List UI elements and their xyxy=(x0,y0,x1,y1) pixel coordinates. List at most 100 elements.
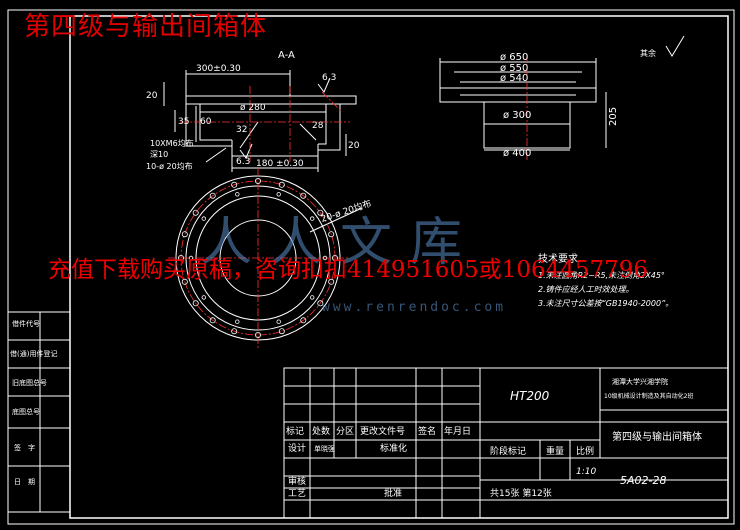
header-5: 年月日 xyxy=(444,425,471,437)
left-strip-label-5: 日 期 xyxy=(14,478,35,486)
left-strip-labels: 借件代号 借(通)用件登记 旧底图总号 底图总号 签 字 日 期 xyxy=(10,319,57,486)
approve-label: 批准 xyxy=(384,487,402,499)
bolt-hole xyxy=(310,295,315,300)
dim-20-left: 20 xyxy=(146,91,158,101)
part-name: 第四级与输出间箱体 xyxy=(612,430,702,443)
designer-name: 单晓强 xyxy=(314,444,335,453)
bolt-hole xyxy=(235,192,240,197)
bolt-hole xyxy=(254,177,261,184)
ad-banner: 充值下载购买原稿，咨询扣扣414951605或1064457796 xyxy=(48,257,649,283)
tech-req-item-2: 3.未注尺寸公差按“GB1940-2000”。 xyxy=(538,299,673,308)
top-view-centerlines xyxy=(168,168,348,348)
inner-bolt-holes xyxy=(188,192,328,324)
standard-label: 标准化 xyxy=(380,442,407,454)
bolt-hole xyxy=(231,328,238,335)
bolt-hole xyxy=(310,216,315,221)
dim-20-right: 20 xyxy=(348,141,360,151)
class-name: 10级机械设计制造及其自动化2班 xyxy=(604,392,693,400)
left-strip-label-0: 借件代号 xyxy=(12,319,40,328)
page-title: 第四级与输出间箱体 xyxy=(24,12,268,42)
dim-300-side: ø 300 xyxy=(503,110,531,121)
bolt-hole xyxy=(300,317,307,324)
section-label: A-A xyxy=(278,50,295,61)
header-4: 签名 xyxy=(418,425,436,437)
header-3: 更改文件号 xyxy=(360,425,405,437)
bolt-hole xyxy=(201,295,206,300)
bolt-hole xyxy=(317,300,324,307)
dim-32: 32 xyxy=(236,125,247,135)
bolt-hole xyxy=(328,231,335,238)
bolt-hole xyxy=(276,192,281,197)
left-strip-label-2: 旧底图总号 xyxy=(12,378,47,387)
dim-60: 60 xyxy=(200,117,212,127)
watermark-url: www.renrendoc.com xyxy=(322,300,507,315)
dim-205: 205 xyxy=(608,107,619,126)
hole-note: 10-ø 20均布 xyxy=(146,161,193,171)
scale-value: 1:10 xyxy=(576,467,596,477)
roughness-1: 6.3 xyxy=(322,73,336,83)
weight-label: 重量 xyxy=(546,445,564,457)
section-dims-text: 300±0.30 ø 280 180 ±0.30 20 35 60 32 28 … xyxy=(146,64,360,169)
outer-bolt-holes xyxy=(177,177,338,338)
tech-requirements: 技术要求 1.未注圆角R2~R5,未注倒角2X45° 2.铸件应经人工时效处理。… xyxy=(538,252,673,308)
dim-650: ø 650 xyxy=(500,52,528,63)
dim-280: ø 280 xyxy=(240,103,266,113)
bolt-hole xyxy=(278,181,285,188)
dim-28: 28 xyxy=(312,121,324,131)
left-strip-label-1: 借(通)用件登记 xyxy=(10,349,57,358)
tech-req-title: 技术要求 xyxy=(538,252,578,265)
process-label: 工艺 xyxy=(288,488,306,499)
dim-400: ø 400 xyxy=(503,148,531,159)
side-dims-text: ø 650 ø 550 ø 540 ø 300 ø 400 205 其余 xyxy=(500,48,656,159)
left-strip-label-4: 签 字 xyxy=(14,443,35,452)
bolt-hole xyxy=(181,231,188,238)
drawing-number: 5A02-28 xyxy=(620,474,667,487)
bolt-hole xyxy=(181,278,188,285)
title-block-text: HT200 湘潭大学兴湘学院 10级机械设计制造及其自动化2班 第四级与输出间箱… xyxy=(286,377,702,499)
bolt-hole xyxy=(235,319,240,324)
bolt-hole xyxy=(177,254,184,261)
title-block xyxy=(283,367,729,519)
watermark-logo: 人人文库 xyxy=(200,213,481,273)
bolt-hole xyxy=(331,254,338,261)
material: HT200 xyxy=(510,389,550,403)
bolt-hole xyxy=(209,317,216,324)
dim-300: 300±0.30 xyxy=(196,64,241,74)
header-2: 分区 xyxy=(336,426,354,437)
bolt-hole xyxy=(300,192,307,199)
sheet-count: 共15张 第12张 xyxy=(490,487,552,499)
dim-35: 35 xyxy=(178,117,189,127)
section-centerlines xyxy=(180,86,350,162)
bolt-hole xyxy=(328,278,335,285)
bolt-hole xyxy=(188,255,194,261)
roughness-2: 6.3 xyxy=(236,157,250,167)
bolt-hole xyxy=(254,331,261,338)
header-1: 处数 xyxy=(312,425,330,437)
section-notes: 10XM6均布 深10 10-ø 20均布 xyxy=(146,138,194,171)
left-strip-label-3: 底图总号 xyxy=(12,407,40,416)
rest-label: 其余 xyxy=(640,48,656,58)
thread-note-2: 深10 xyxy=(150,150,168,159)
bolt-hole xyxy=(231,181,238,188)
bolt-hole xyxy=(209,192,216,199)
bolt-hole xyxy=(201,216,206,221)
bolt-hole xyxy=(192,209,199,216)
bolt-hole xyxy=(192,300,199,307)
bolt-hole xyxy=(276,319,281,324)
bolt-hole xyxy=(317,209,324,216)
section-view xyxy=(163,70,357,172)
dim-540: ø 540 xyxy=(500,73,528,84)
review-label: 审核 xyxy=(288,475,306,487)
dim-180: 180 ±0.30 xyxy=(256,159,304,169)
bolt-hole xyxy=(278,328,285,335)
tech-req-item-1: 2.铸件应经人工时效处理。 xyxy=(538,285,634,294)
tech-req-item-0: 1.未注圆角R2~R5,未注倒角2X45° xyxy=(538,271,665,280)
thread-note-1: 10XM6均布 xyxy=(150,138,194,148)
left-strip xyxy=(7,311,71,513)
dim-550: ø 550 xyxy=(500,63,528,74)
stage-label: 阶段标记 xyxy=(490,445,526,457)
scale-label: 比例 xyxy=(576,445,594,457)
school-name: 湘潭大学兴湘学院 xyxy=(612,377,668,386)
bolt-hole xyxy=(322,255,328,261)
